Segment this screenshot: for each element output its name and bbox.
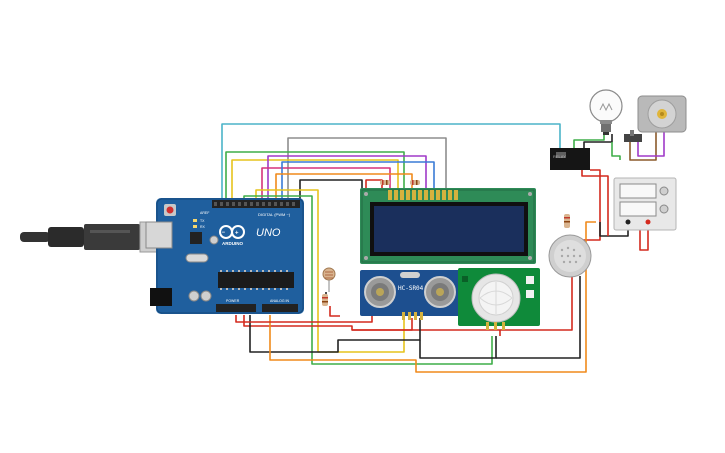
power-supply[interactable] (613, 177, 677, 231)
svg-text:+: + (235, 231, 239, 237)
supply-display-1 (619, 183, 657, 199)
arduino-logo: − + (219, 225, 245, 239)
wire-yellow-us[interactable] (255, 189, 405, 353)
rx-label: RX (200, 225, 206, 229)
supply-knob-2[interactable] (659, 204, 669, 214)
photoresistor[interactable] (322, 267, 336, 292)
wire-green[interactable] (225, 151, 405, 205)
wire-red-relay-out[interactable] (581, 168, 609, 236)
supply-display-2 (619, 201, 657, 217)
wire-purple[interactable] (267, 155, 427, 205)
lcd-resistor-1[interactable] (380, 180, 390, 185)
wire-black-ground[interactable] (249, 315, 300, 353)
relay[interactable]: RELAY (550, 148, 590, 170)
wire-black-supply[interactable] (599, 222, 629, 237)
wire-red-power[interactable] (243, 315, 413, 331)
wire-green-pir[interactable] (243, 195, 493, 365)
buzzer-resistor[interactable] (564, 214, 570, 228)
wire-black-ground-2[interactable] (300, 318, 421, 353)
wire-cyan[interactable] (221, 123, 561, 205)
relay-label: RELAY (553, 154, 566, 159)
lcd-resistor-2[interactable] (410, 180, 420, 185)
analog-header (262, 304, 298, 312)
light-bulb[interactable] (589, 89, 623, 135)
wire-orange-long[interactable] (269, 221, 596, 373)
power-header (216, 304, 256, 312)
power-label: POWER (226, 299, 240, 303)
wire-purple-motor[interactable] (637, 130, 665, 157)
pir-sensor[interactable] (458, 268, 540, 330)
svg-text:−: − (222, 230, 226, 236)
power-jack (150, 288, 172, 306)
usb-chip (190, 232, 202, 244)
wire-green-supply[interactable] (611, 142, 621, 160)
supply-knob-1[interactable] (659, 186, 669, 196)
arduino-brand: UNO (256, 227, 281, 239)
dc-motor[interactable] (637, 95, 687, 133)
tx-label: TX (200, 219, 205, 223)
digital-header-label: DIGITAL (PWM ~) (258, 212, 291, 217)
lcd-screen (374, 206, 524, 252)
analog-label: ANALOG IN (270, 299, 290, 303)
atmega-chip (218, 272, 294, 288)
wire-red-supply[interactable] (639, 222, 649, 251)
capacitor-1 (188, 290, 200, 302)
ldr-resistor[interactable] (322, 294, 328, 306)
lcd-display[interactable] (360, 188, 536, 264)
ultrasonic-label: HC-SR04 (398, 285, 424, 292)
capacitor-2 (200, 290, 212, 302)
wire-brown-motor[interactable] (629, 130, 657, 161)
wire-red-power-3[interactable] (500, 278, 573, 331)
ultrasonic-sensor[interactable]: HC-SR04 (360, 270, 460, 320)
wire-red-power-2[interactable] (352, 329, 501, 336)
crystal (185, 253, 209, 263)
wire-magenta[interactable] (261, 167, 391, 205)
arduino-logo-text: ARDUINO (222, 241, 243, 246)
wire-black-lamp[interactable] (583, 134, 613, 148)
buzzer[interactable] (548, 234, 592, 278)
wire-green-lamp[interactable] (573, 134, 605, 148)
wire-red-ldr[interactable] (329, 306, 340, 317)
wire-blue[interactable] (281, 161, 435, 205)
lamp-switch[interactable] (624, 130, 642, 142)
wire-black-ground-4[interactable] (496, 276, 581, 359)
aref-label: AREF (200, 211, 209, 215)
usb-port (145, 221, 173, 249)
wire-black-lcd[interactable] (299, 179, 363, 205)
wire-gray[interactable] (287, 137, 447, 205)
arduino-board[interactable]: DIGITAL (PWM ~) AREF − + ARDUINO UNO TX … (145, 198, 304, 314)
wires (221, 123, 665, 373)
wire-black-ground-3[interactable] (419, 336, 497, 359)
wire-yellow[interactable] (231, 159, 399, 205)
